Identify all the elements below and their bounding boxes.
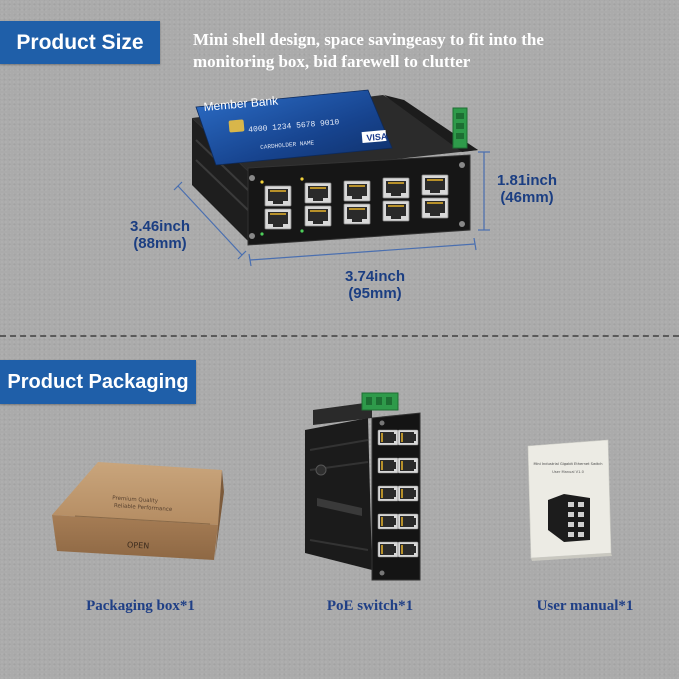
packaging-box: Premium Quality Reliable Performance OPE… (52, 462, 224, 560)
poe-switch-caption: PoE switch*1 (326, 598, 414, 614)
box-open-text: OPEN (127, 540, 150, 550)
dimension-lines (173, 151, 490, 267)
depth-mm: (88mm) (133, 235, 187, 252)
height-mm: (46mm) (500, 189, 554, 206)
depth-dimension: 3.46inch (88mm) (115, 218, 205, 252)
manual-subtitle: User Manual V1.0 (552, 470, 584, 474)
width-inch: 3.74inch (344, 268, 406, 285)
width-dimension: 3.74inch (95mm) (320, 268, 430, 302)
box-print-2: Reliable Performance (114, 503, 173, 513)
box-print-1: Premium Quality (112, 495, 159, 504)
tagline: Mini shell design, space savingeasy to f… (193, 29, 613, 73)
card-brand: VISA (366, 131, 388, 143)
width-mm: (95mm) (348, 285, 402, 302)
height-dimension: 1.81inch (46mm) (487, 172, 567, 206)
poe-switch-image (305, 392, 421, 581)
credit-card (195, 89, 393, 166)
depth-inch: 3.46inch (129, 218, 191, 235)
user-manual-image: Mini Industrial Gigabit Ethernet Switch … (527, 439, 612, 561)
section-divider (0, 335, 679, 337)
manual-title: Mini Industrial Gigabit Ethernet Switch (533, 462, 602, 466)
tagline-line-1: Mini shell design, space savingeasy to f… (193, 30, 544, 49)
height-inch: 1.81inch (496, 172, 558, 189)
packaging-box-caption: Packaging box*1 (86, 598, 195, 614)
tagline-line-2: monitoring box, bid farewell to clutter (193, 52, 471, 71)
user-manual-caption: User manual*1 (536, 598, 634, 614)
product-packaging-label: Product Packaging (0, 360, 196, 404)
product-size-label: Product Size (0, 21, 160, 64)
switch-top-view (192, 89, 478, 246)
